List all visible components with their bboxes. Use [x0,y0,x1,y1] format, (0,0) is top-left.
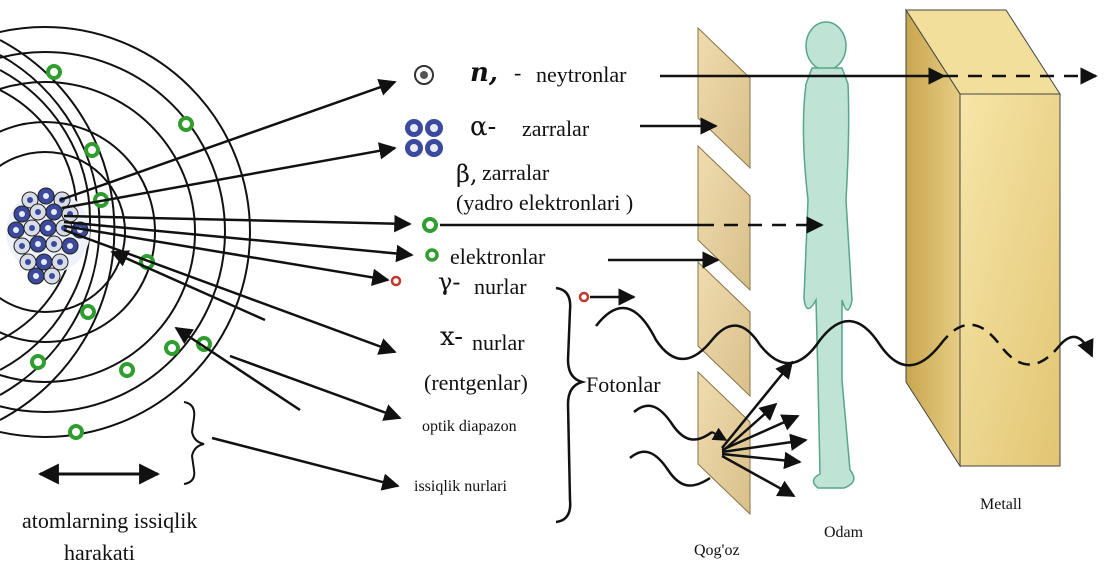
human-figure [803,22,853,488]
electron-dot [82,306,94,318]
electron-label: elektronlar [450,244,545,270]
electron-dot [121,364,133,376]
nucleon-core [45,225,51,231]
nucleon-core [35,209,41,215]
photons-label: Fotonlar [586,372,661,398]
nucleon-core [19,211,25,217]
nucleon-core [29,225,35,231]
electron-icon [427,250,437,260]
neutron-label: neytronlar [536,62,626,88]
alpha-particle-icon [405,119,443,157]
gamma-label: nurlar [474,274,527,300]
beta-sublabel: (yadro elektronlari ) [456,190,633,216]
nucleon-core [49,273,55,279]
nucleon-core [67,243,73,249]
neutron-dash: - [514,60,521,86]
alpha-label: zarralar [522,116,589,142]
electron-dot [48,66,60,78]
nucleon-core [35,241,41,247]
nucleon-core [19,243,25,249]
neutron-icon [415,66,433,84]
thermal-label: issiqlik nurlari [414,478,507,496]
metal-label: Metall [980,496,1022,514]
nucleon-core [43,193,49,199]
xray-symbol: x- [440,322,463,352]
electron-dot [32,356,44,368]
optical-back-arrow [176,328,300,410]
gamma-photon-icon-2 [580,293,588,301]
xray-label: nurlar [472,330,525,356]
beta-label: zarralar [482,160,549,186]
atom-caption-line1: atomlarning issiqlik [22,508,197,534]
nucleon-core [13,227,19,233]
paper-label: Qog'oz [694,542,740,560]
nucleon-core [51,209,57,215]
nucleon-core [27,197,33,203]
nucleon-core [41,259,47,265]
electron-dot [86,144,98,156]
metal-block [906,10,1060,466]
alpha-symbol: α- [470,112,496,142]
gamma-photon-icon [392,277,400,285]
atom-caption-line2: harakati [64,540,135,566]
electron-dot [70,426,82,438]
gamma-symbol: γ- [438,268,460,296]
nucleon-core [51,241,57,247]
neutron-symbol: n, [470,58,498,88]
beta-symbol: β, [456,160,478,188]
beta-electron-icon [424,219,436,231]
optical-label: optik diapazon [422,418,517,436]
photons-brace [556,288,582,522]
nucleon-core [33,273,39,279]
nucleon-core [57,259,63,265]
xray-sublabel: (rentgenlar) [424,370,528,396]
electron-dot [180,118,192,130]
nucleon-core [25,259,31,265]
atom-brace [184,402,204,484]
human-label: Odam [824,524,863,542]
electron-dot [166,342,178,354]
